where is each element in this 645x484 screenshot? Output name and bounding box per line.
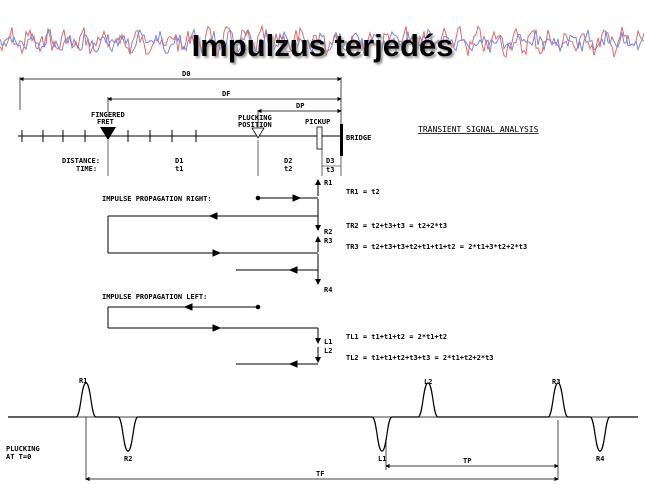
fingered-fret-marker bbox=[100, 127, 116, 140]
marker-r2: R2 bbox=[324, 228, 332, 236]
segment-d1: D1 bbox=[175, 157, 183, 165]
pulse-label-r3: R3 bbox=[552, 378, 560, 386]
label-pickup: PICKUP bbox=[305, 118, 330, 126]
marker-r3: R3 bbox=[324, 237, 332, 245]
plucking-position-marker bbox=[251, 127, 265, 139]
dim-d0: D0 bbox=[182, 70, 190, 78]
segment-t3: t3 bbox=[326, 166, 334, 174]
time-dimensions bbox=[85, 417, 559, 482]
marker-l1: L1 bbox=[324, 338, 332, 346]
bridge-marker bbox=[340, 124, 343, 156]
segment-d2: D2 bbox=[284, 157, 292, 165]
equation-tr2: TR2 = t2+t3+t3 = t2+2*t3 bbox=[346, 222, 447, 230]
equation-tr3: TR3 = t2+t3+t3+t2+t1+t1+t2 = 2*t1+3*t2+2… bbox=[346, 243, 527, 251]
pulse-label-r1: R1 bbox=[79, 377, 87, 385]
equation-tr1: TR1 = t2 bbox=[346, 188, 380, 196]
pickup-marker bbox=[316, 126, 323, 150]
marker-r4: R4 bbox=[324, 286, 332, 294]
transient-signal-title: TRANSIENT SIGNAL ANALYSIS bbox=[418, 125, 539, 134]
dimension-lines bbox=[19, 76, 342, 128]
decorative-waves bbox=[0, 24, 645, 58]
pulse-label-l2: L2 bbox=[424, 378, 432, 386]
label-plucking-1: PLUCKING bbox=[238, 114, 272, 122]
segment-t2: t2 bbox=[284, 165, 292, 173]
waveform-trace bbox=[8, 382, 638, 452]
pulse-label-r4: R4 bbox=[596, 455, 604, 463]
guitar-string bbox=[18, 130, 341, 142]
label-tp: TP bbox=[463, 457, 471, 465]
label-fingered-fret-1: FINGERED bbox=[91, 111, 125, 119]
propagation-right-paths bbox=[107, 179, 321, 285]
plucking-label-1: PLUCKING bbox=[6, 445, 40, 453]
propagation-left-title: IMPULSE PROPAGATION LEFT: bbox=[102, 293, 207, 301]
plucking-label-2: AT T=0 bbox=[6, 453, 31, 461]
dim-dp: DP bbox=[296, 102, 304, 110]
slide-title: Impulzus terjedés bbox=[191, 28, 454, 63]
label-tf: TF bbox=[316, 470, 324, 478]
label-bridge: BRIDGE bbox=[346, 134, 371, 142]
pulse-label-r2: R2 bbox=[124, 455, 132, 463]
segment-t1: t1 bbox=[175, 165, 183, 173]
marker-l2: L2 bbox=[324, 347, 332, 355]
label-time: TIME: bbox=[76, 165, 97, 173]
propagation-left-paths bbox=[107, 303, 321, 368]
marker-r1: R1 bbox=[324, 179, 332, 187]
equation-tl2: TL2 = t1+t1+t2+t3+t3 = 2*t1+t2+2*t3 bbox=[346, 354, 494, 362]
segment-d3: D3 bbox=[326, 157, 334, 165]
label-distance: DISTANCE: bbox=[62, 157, 100, 165]
label-fingered-fret-2: FRET bbox=[97, 118, 114, 126]
pulse-label-l1: L1 bbox=[378, 455, 386, 463]
propagation-right-title: IMPULSE PROPAGATION RIGHT: bbox=[102, 195, 212, 203]
dim-df: DF bbox=[222, 90, 230, 98]
equation-tl1: TL1 = t1+t1+t2 = 2*t1+t2 bbox=[346, 333, 447, 341]
label-plucking-2: POSITION bbox=[238, 121, 272, 129]
